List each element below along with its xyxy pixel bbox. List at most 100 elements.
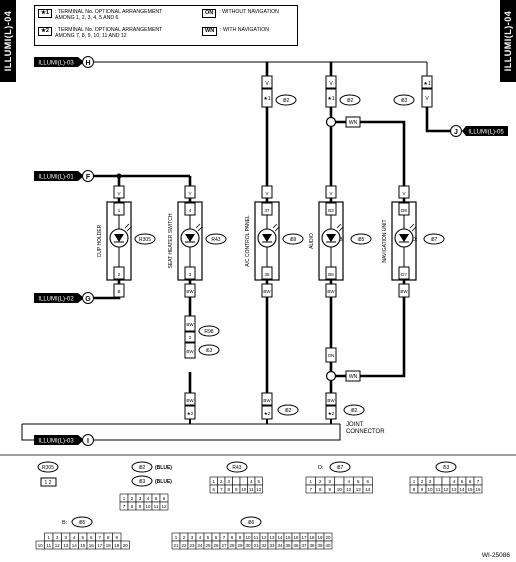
device-name-label: SEAT HEATER SWITCH [168, 213, 174, 268]
svg-text:14: 14 [365, 487, 371, 492]
svg-text:BW: BW [327, 289, 335, 294]
svg-text:7: 7 [477, 479, 480, 484]
device-name-label: CUP HOLDER [97, 224, 103, 257]
svg-text:28: 28 [229, 543, 235, 548]
svg-text:25: 25 [205, 543, 211, 548]
svg-text:3: 3 [191, 535, 194, 540]
svg-text:15: 15 [285, 535, 291, 540]
svg-text:35: 35 [285, 543, 291, 548]
svg-text:40: 40 [325, 543, 331, 548]
svg-text:1: 1 [47, 535, 50, 540]
svg-text:R98: R98 [204, 329, 213, 335]
svg-text:17: 17 [97, 543, 103, 548]
svg-text:9: 9 [239, 535, 242, 540]
device-code-badge: i89 [290, 237, 297, 243]
svg-text:8: 8 [319, 487, 322, 492]
svg-text:37: 37 [301, 543, 307, 548]
svg-text:V: V [117, 191, 120, 196]
svg-text:F: F [86, 174, 91, 181]
svg-text:BW: BW [186, 398, 194, 403]
svg-text:30: 30 [245, 543, 251, 548]
svg-text:19: 19 [317, 535, 323, 540]
svg-text:33: 33 [269, 543, 275, 548]
svg-text:D7: D7 [401, 272, 407, 277]
svg-text:15: 15 [80, 543, 86, 548]
svg-text:i87: i87 [337, 465, 344, 471]
svg-text:BW: BW [327, 398, 335, 403]
svg-text:B:: B: [339, 237, 345, 243]
svg-text:12: 12 [443, 487, 449, 492]
svg-text:★2: ★2 [264, 411, 271, 416]
svg-text:39: 39 [317, 543, 323, 548]
svg-text:1: 1 [123, 496, 126, 501]
svg-text:36: 36 [293, 543, 299, 548]
svg-text:16: 16 [293, 535, 299, 540]
svg-text:5: 5 [357, 479, 360, 484]
svg-text:6: 6 [163, 496, 166, 501]
svg-text:i82: i82 [139, 465, 146, 471]
legend-box: ★1: TERMINAL No. OPTIONAL ARRANGEMENT AM… [34, 5, 298, 46]
svg-text:1 2: 1 2 [45, 480, 52, 486]
svg-text:i82: i82 [285, 408, 292, 414]
svg-text:22: 22 [181, 543, 187, 548]
svg-text:B8: B8 [328, 272, 334, 277]
svg-text:V: V [402, 191, 405, 196]
svg-text:i82: i82 [347, 98, 354, 104]
svg-text:11: 11 [254, 535, 259, 540]
svg-text:14: 14 [72, 543, 78, 548]
svg-text:1: 1 [175, 535, 178, 540]
svg-text:11: 11 [249, 487, 254, 492]
svg-text:16: 16 [89, 543, 95, 548]
svg-text:BW: BW [186, 322, 194, 327]
svg-text:2: 2 [319, 479, 322, 484]
r98-connector: BW 2 BW R98 i63 [184, 315, 220, 359]
svg-text:11: 11 [154, 504, 159, 509]
svg-text:i83: i83 [401, 98, 408, 104]
svg-text:11: 11 [436, 487, 441, 492]
svg-text:3: 3 [189, 272, 192, 277]
svg-text:★2: ★2 [187, 411, 194, 416]
svg-text:2: 2 [220, 479, 223, 484]
svg-text:5: 5 [81, 535, 84, 540]
svg-text:3: 3 [64, 535, 67, 540]
svg-text:35: 35 [264, 272, 270, 277]
svg-text:9: 9 [328, 487, 331, 492]
svg-text:34: 34 [277, 543, 283, 548]
svg-text:V: V [329, 81, 333, 87]
svg-text:7: 7 [98, 535, 101, 540]
svg-text:13: 13 [269, 535, 275, 540]
device-code-badge: R43 [211, 237, 220, 243]
svg-text:B: B [117, 289, 120, 294]
top-connectors: V ★1 i82 V ★1 i82 ★1 V i83 WN [261, 75, 433, 128]
legend-item-star1: ★1: TERMINAL No. OPTIONAL ARRANGEMENT AM… [38, 9, 162, 21]
svg-text:37: 37 [264, 208, 270, 213]
svg-text:13: 13 [63, 543, 69, 548]
legend-item-star2: ★2: TERMINAL No. OPTIONAL ARRANGEMENT AM… [38, 27, 162, 39]
svg-text:2: 2 [421, 479, 424, 484]
svg-text:20: 20 [123, 543, 129, 548]
svg-text:18: 18 [309, 535, 315, 540]
svg-text:i83: i83 [139, 479, 146, 485]
figure-id: WI-25086 [481, 552, 510, 559]
svg-text:WN: WN [349, 120, 358, 126]
svg-text:ILLUMI(L)-03: ILLUMI(L)-03 [38, 61, 74, 67]
svg-text:12: 12 [55, 543, 61, 548]
svg-text:2: 2 [118, 272, 121, 277]
svg-text:9: 9 [235, 487, 238, 492]
svg-text:3: 3 [328, 479, 331, 484]
device-code-badge: R305 [139, 237, 151, 243]
svg-text:7: 7 [309, 487, 312, 492]
junction-dots [116, 173, 334, 379]
svg-text:6: 6 [215, 535, 218, 540]
svg-text:V: V [188, 191, 191, 196]
device-name-label: AUDIO [309, 233, 315, 249]
svg-text:12: 12 [346, 487, 352, 492]
side-tab-left: ILLUMI(L)-04 [0, 0, 16, 82]
svg-text:5: 5 [207, 535, 210, 540]
